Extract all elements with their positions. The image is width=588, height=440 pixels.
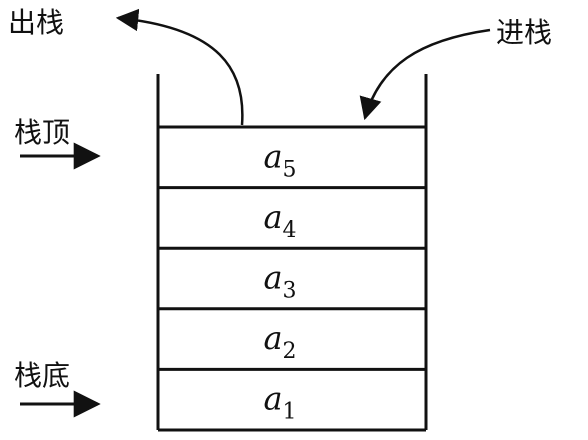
stack-cell-label: a2: [263, 319, 296, 364]
push-arrow: [359, 28, 491, 121]
stack-cell-label: a1: [263, 380, 296, 425]
stack-cell-label-base: a: [263, 198, 282, 236]
stack-cell-label: a5: [263, 137, 296, 182]
push-label: 进栈: [496, 16, 552, 49]
stack-cell-label: a3: [263, 259, 296, 304]
stack-cell-label-base: a: [263, 319, 282, 357]
stack-cell-label-subscript: 2: [283, 339, 297, 364]
stack-cell-label-subscript: 1: [283, 400, 297, 425]
stack-cell-label-base: a: [263, 380, 282, 418]
pop-label: 出栈: [8, 6, 64, 39]
stack-cell-label-subscript: 3: [283, 279, 297, 304]
stack-cell-label-base: a: [263, 137, 282, 175]
stack-cell-label: a4: [263, 198, 296, 243]
stack-bottom-label: 栈底: [14, 359, 70, 392]
stack-top-label: 栈顶: [14, 116, 70, 149]
pop-arrow: [115, 8, 244, 126]
stack-cell-label-subscript: 5: [283, 157, 297, 182]
stack-cell-label-base: a: [263, 259, 282, 297]
stack-cell-label-subscript: 4: [283, 218, 297, 243]
